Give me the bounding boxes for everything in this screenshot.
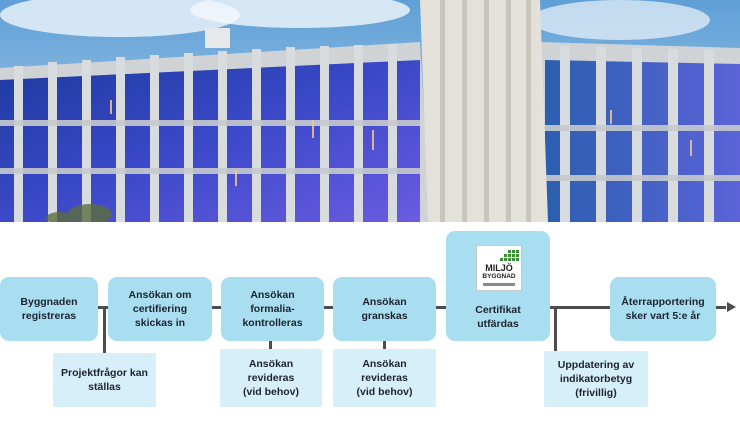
miljobyggnad-logo: MILJÖ BYGGNAD <box>476 245 522 291</box>
step-byggnaden-registreras: Byggnaden registreras <box>0 277 98 341</box>
logo-text: BYGGNAD <box>482 273 516 280</box>
step-label: Återrapportering sker vart 5:e år <box>621 295 705 322</box>
substep-projektfragor: Projektfrågor kan ställas <box>53 353 156 407</box>
logo-text: MILJÖ <box>485 263 513 273</box>
step-ansokan-granskas: Ansökan granskas <box>333 277 436 341</box>
substep-label: Ansökan revideras (vid behov) <box>356 357 413 399</box>
step-label: Ansökan granskas <box>361 295 408 322</box>
step-label: Certifikat utfärdas <box>475 303 521 330</box>
connector-line <box>554 309 557 351</box>
substep-ansokan-revideras: Ansökan revideras (vid behov) <box>333 349 436 407</box>
substep-uppdatering-indikatorbetyg: Uppdatering av indikatorbetyg (frivillig… <box>544 351 648 407</box>
logo-bar <box>483 283 515 286</box>
connector-line <box>103 309 106 353</box>
step-ansokan-skickas-in: Ansökan om certifiering skickas in <box>108 277 212 341</box>
step-aterrapportering: Återrapportering sker vart 5:e år <box>610 277 716 341</box>
substep-ansokan-revideras: Ansökan revideras (vid behov) <box>220 349 322 407</box>
step-label: Byggnaden registreras <box>20 295 78 322</box>
substep-label: Projektfrågor kan ställas <box>61 366 148 393</box>
timeline-arrowhead <box>727 302 736 312</box>
step-label: Ansökan formalia- kontrolleras <box>242 288 303 330</box>
step-ansokan-formaliakontrolleras: Ansökan formalia- kontrolleras <box>221 277 324 341</box>
building-facade-photo <box>0 0 740 222</box>
substep-label: Uppdatering av indikatorbetyg (frivillig… <box>557 358 635 400</box>
building-photo <box>0 0 740 222</box>
substep-label: Ansökan revideras (vid behov) <box>242 357 299 399</box>
step-label: Ansökan om certifiering skickas in <box>128 288 192 330</box>
